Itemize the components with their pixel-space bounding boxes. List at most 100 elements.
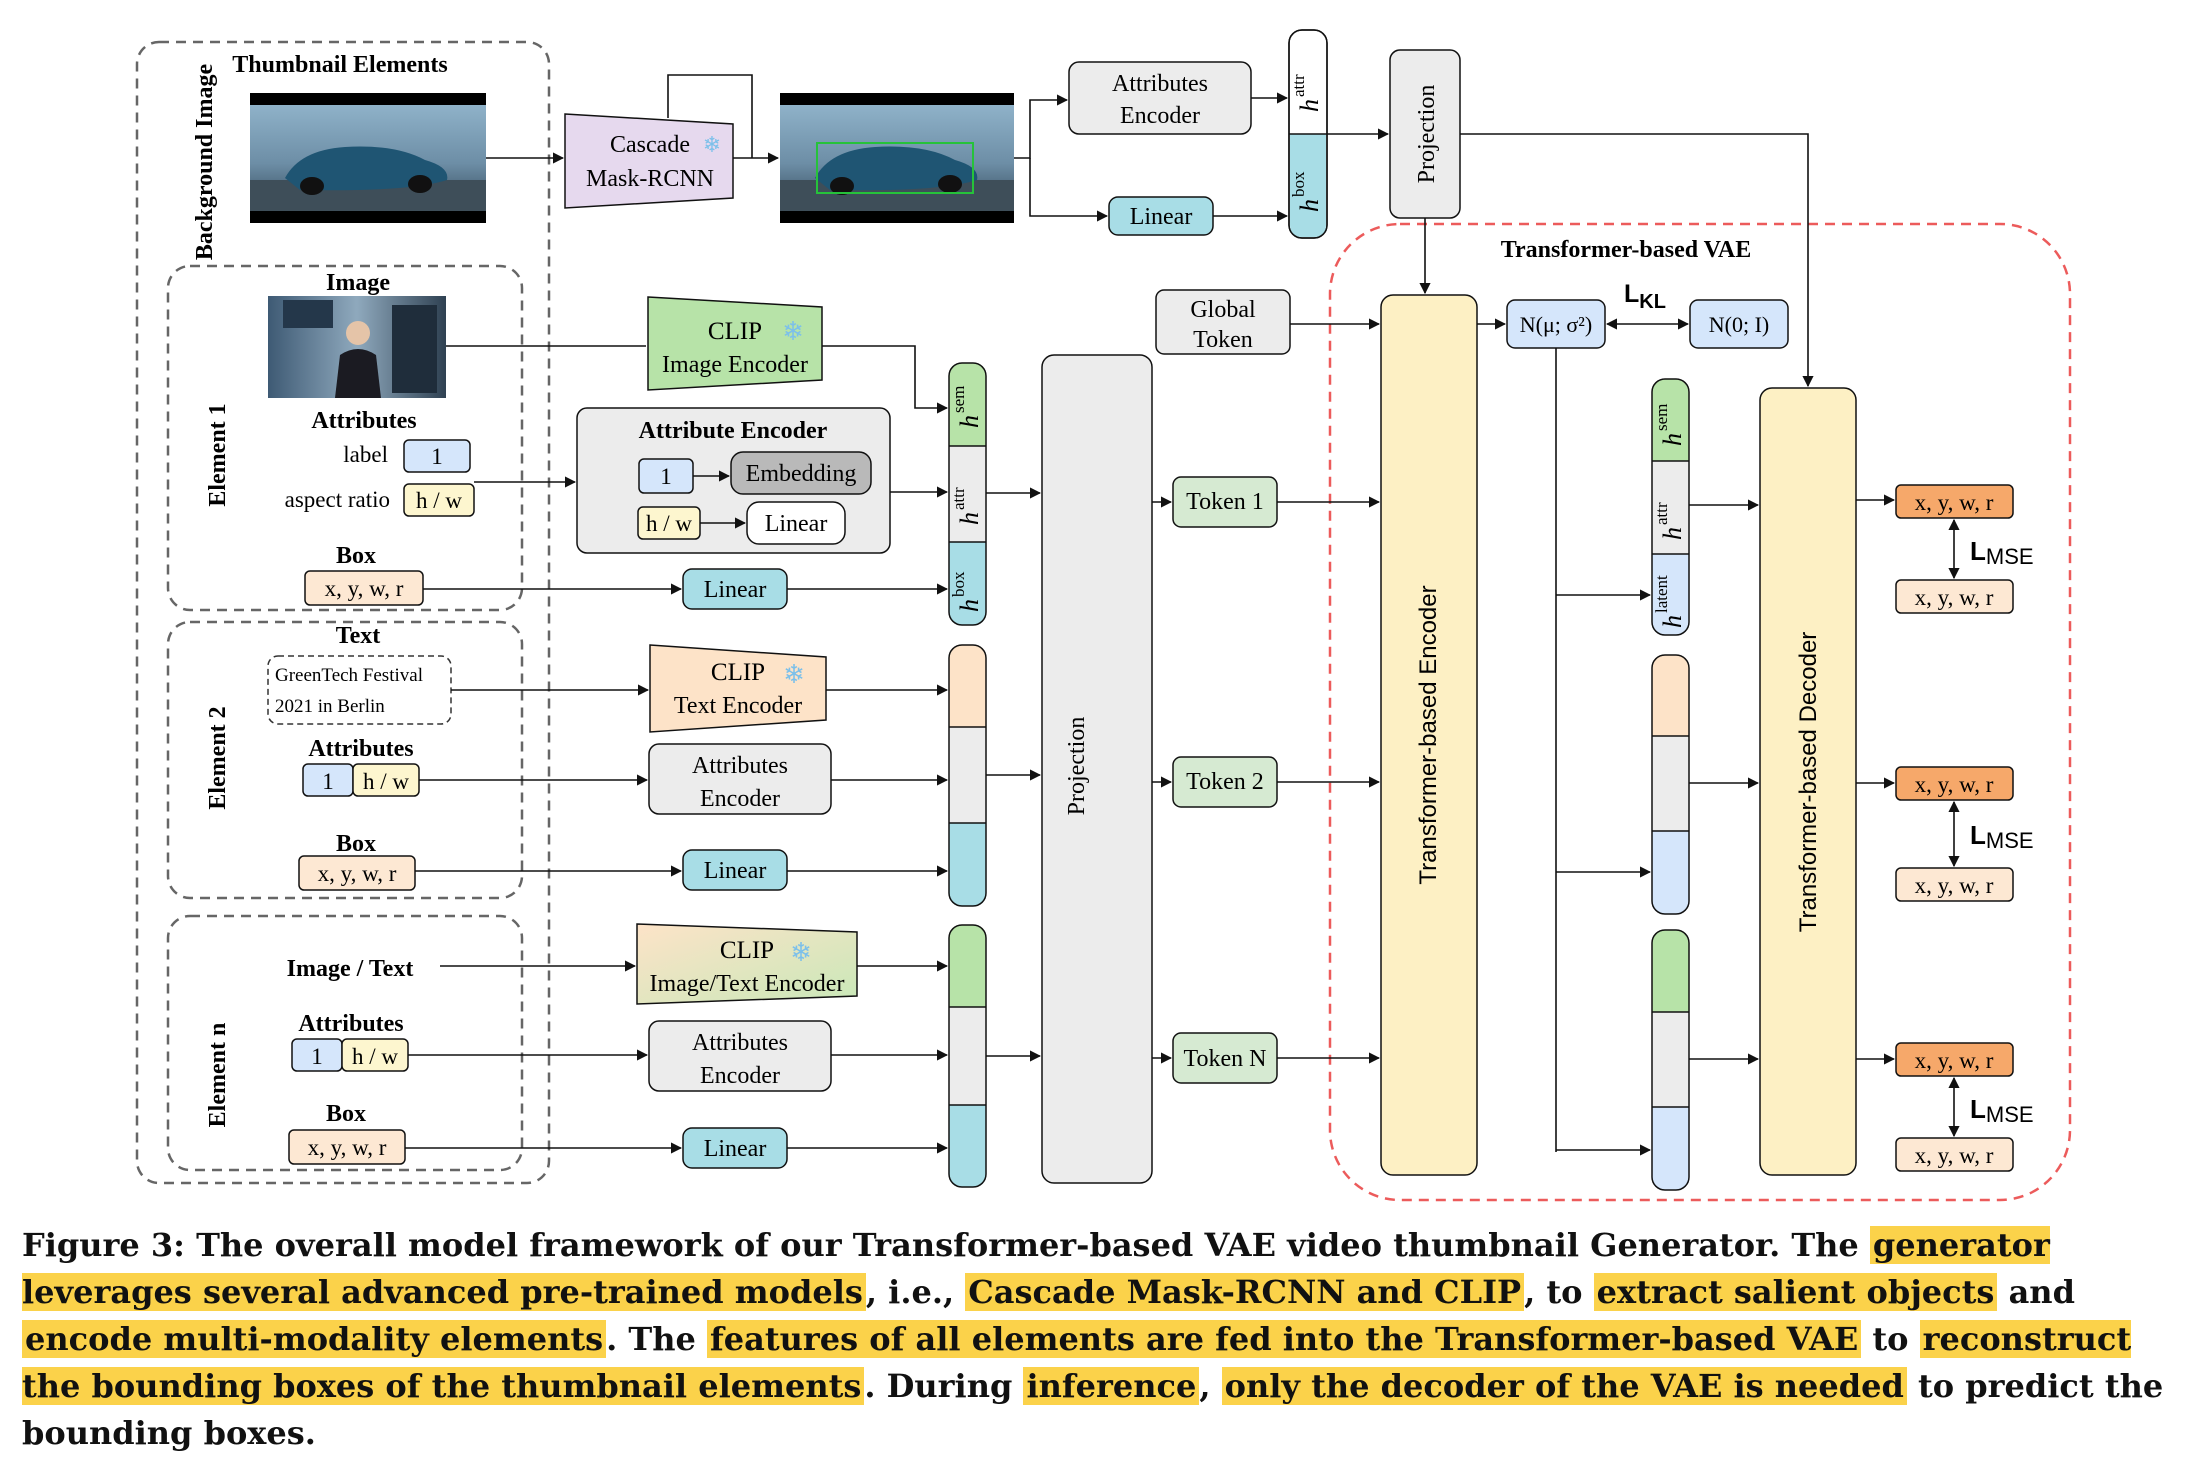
- caption-text: Figure 3: The overall model framework of…: [22, 1226, 1870, 1264]
- element-n-box-value-box: [288, 1129, 406, 1165]
- element-2-label-value: 1: [322, 769, 334, 794]
- cascade-line2: Mask-RCNN: [586, 166, 714, 192]
- h-letter: h: [955, 599, 984, 612]
- transformer-encoder: [1380, 294, 1478, 1176]
- background-image-label: Background Image: [192, 64, 218, 261]
- clip-image-encoder-line2: Image Encoder: [662, 352, 808, 378]
- h-sem-dec-label: h sem: [1652, 404, 1687, 446]
- element-n-group: [166, 914, 524, 1172]
- linear-element-1-label: Linear: [704, 577, 767, 603]
- embedding-box: [730, 451, 872, 495]
- element-1-image-thumbnail: [268, 296, 446, 398]
- caption-text: , i.e.,: [865, 1273, 966, 1311]
- output-pred-1: [1895, 484, 2014, 519]
- element-2-attributes-title: Attributes: [308, 736, 413, 762]
- attribute-encoder-title: Attribute Encoder: [639, 418, 828, 444]
- element-1-group: [166, 264, 524, 612]
- element-1-box-title: Box: [336, 543, 376, 569]
- projection-main-label: Projection: [1064, 717, 1090, 816]
- clip-image-encoder-line1: CLIP: [708, 318, 762, 345]
- element-1-aspect-text: aspect ratio: [285, 487, 390, 512]
- caption-text: , to: [1524, 1273, 1594, 1311]
- feature-bar-element-1: [948, 362, 987, 626]
- output-gt-2: [1895, 867, 2014, 902]
- element-2-box-value-box: [298, 855, 416, 891]
- global-token-line1: Global: [1190, 297, 1256, 323]
- detected-objects-image: [780, 93, 1014, 223]
- clip-image-text-encoder: [636, 923, 858, 1005]
- attributes-encoder-top-line2: Encoder: [1120, 103, 1200, 129]
- transformer-encoder-label: Transformer-based Encoder: [1415, 585, 1442, 884]
- attributes-encoder-element-n-line1: Attributes: [692, 1030, 788, 1056]
- attributes-encoder-top-line1: Attributes: [1112, 71, 1208, 97]
- element-n-input-title: Image / Text: [287, 956, 414, 982]
- output-gt-1-label: x, y, w, r: [1915, 585, 1994, 610]
- element-n-box-title: Box: [326, 1101, 366, 1127]
- h-letter: h: [1295, 99, 1324, 112]
- element-1-box-value-box: [304, 570, 424, 606]
- caption-highlight: only the decoder of the VAE is needed: [1221, 1367, 1907, 1405]
- caption-highlight: inference: [1023, 1367, 1200, 1405]
- h-sup-attr: attr: [1289, 74, 1308, 97]
- h-attr-label: h attr: [949, 487, 984, 525]
- element-1-label-text: label: [343, 442, 388, 467]
- element-n-attributes-title: Attributes: [298, 1011, 403, 1037]
- element-1-aspect-box: [403, 483, 475, 517]
- vae-title: Transformer-based VAE: [1501, 237, 1751, 263]
- output-pred-2-label: x, y, w, r: [1915, 772, 1994, 797]
- global-token: [1155, 289, 1291, 355]
- linear-element-2-label: Linear: [704, 858, 767, 884]
- h-sup-box: box: [949, 571, 968, 597]
- caption-text: to predict the bounding boxes.: [22, 1367, 2164, 1452]
- linear-top-label: Linear: [1130, 204, 1193, 230]
- caption-highlight: Cascade Mask-RCNN and CLIP: [965, 1273, 1525, 1311]
- caption-text: . During: [864, 1367, 1024, 1405]
- lmse-loss-1: LMSE: [1970, 536, 2034, 569]
- element-2-box-value: x, y, w, r: [318, 861, 397, 886]
- detection-bounding-box: [816, 142, 974, 194]
- snowflake-icon: ❄: [782, 317, 804, 346]
- linear-input-value: h / w: [646, 511, 692, 536]
- output-pred-1-label: x, y, w, r: [1915, 490, 1994, 515]
- feature-bar-element-n: [948, 924, 987, 1188]
- caption-text: to: [1861, 1320, 1920, 1358]
- transformer-decoder: [1759, 387, 1857, 1176]
- feature-bar-top-box-segment: [1290, 134, 1326, 237]
- element-2-box-title: Box: [336, 831, 376, 857]
- attributes-encoder-element-2: [648, 743, 832, 815]
- h-letter: h: [955, 415, 984, 428]
- h-sup-attr: attr: [949, 487, 968, 510]
- snowflake-icon: ❄: [783, 660, 805, 689]
- caption-highlight: features of all elements are fed into th…: [706, 1320, 1862, 1358]
- element-1-aspect-value: h / w: [416, 488, 462, 513]
- element-2-text-title: Text: [336, 623, 380, 649]
- embedding-label: Embedding: [746, 461, 857, 487]
- clip-text-encoder-line2: Text Encoder: [674, 693, 802, 719]
- output-gt-n: [1895, 1137, 2014, 1172]
- h-sup-sem: sem: [1652, 404, 1671, 431]
- normal-standard-label: N(0; I): [1709, 312, 1769, 337]
- h-sem-label: h sem: [949, 386, 984, 428]
- element-2-label: Element 2: [205, 706, 231, 809]
- token-1-label: Token 1: [1186, 489, 1264, 515]
- transformer-decoder-label: Transformer-based Decoder: [1795, 632, 1822, 933]
- linear-element-2: [682, 849, 788, 891]
- projection-main: [1041, 354, 1153, 1184]
- projection-top-label: Projection: [1414, 85, 1440, 184]
- output-pred-n: [1895, 1042, 2014, 1077]
- caption-highlight: extract salient objects: [1593, 1273, 1998, 1311]
- output-pred-n-label: x, y, w, r: [1915, 1048, 1994, 1073]
- thumbnail-elements-title: Thumbnail Elements: [232, 52, 447, 78]
- clip-text-encoder: [649, 644, 827, 733]
- output-gt-1: [1895, 579, 2014, 614]
- h-letter: h: [1658, 433, 1687, 446]
- element-1-label-value: 1: [431, 444, 443, 469]
- vae-group: [1328, 222, 2072, 1202]
- element-n-box-value: x, y, w, r: [308, 1135, 387, 1160]
- attributes-encoder-element-2-line1: Attributes: [692, 753, 788, 779]
- element-n-label: Element n: [205, 1023, 231, 1128]
- element-n-aspect-value: h / w: [352, 1044, 398, 1069]
- attributes-encoder-element-2-line2: Encoder: [700, 786, 780, 812]
- caption-text: ,: [1199, 1367, 1222, 1405]
